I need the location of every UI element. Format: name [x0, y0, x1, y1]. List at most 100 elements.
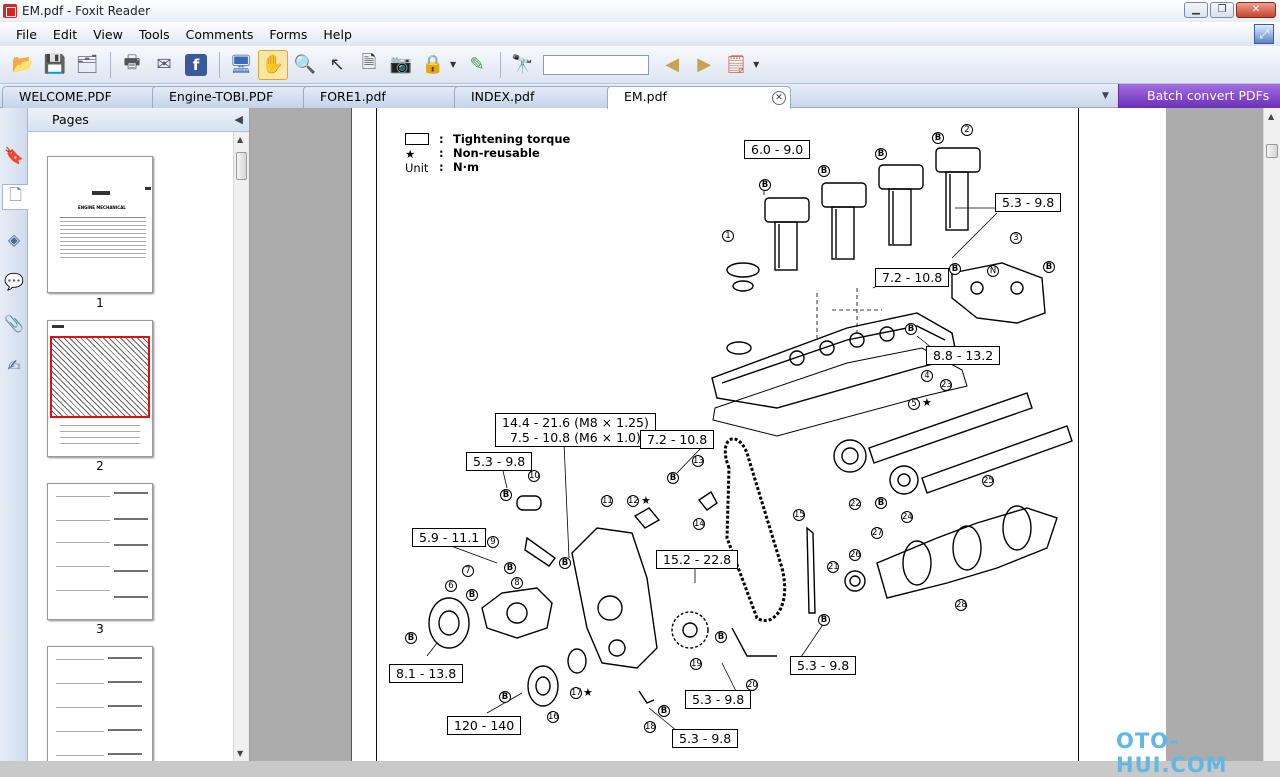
engine-exploded-diagram: [426, 147, 1073, 732]
menu-comments[interactable]: Comments: [185, 26, 254, 42]
menu-forms[interactable]: Forms: [269, 26, 308, 42]
part-callout-4: 4: [921, 370, 933, 382]
tab-welcome[interactable]: WELCOME.PDF: [2, 86, 160, 108]
part-callout-13: 13: [692, 455, 704, 467]
marker-b-17: B: [658, 705, 670, 717]
camshaft-intake: [868, 392, 1033, 464]
close-window-button[interactable]: ✕: [1236, 2, 1276, 18]
part-callout-9: 9: [487, 536, 499, 548]
search-options-icon[interactable]: 🗒: [724, 54, 748, 75]
print-icon[interactable]: 🖶: [123, 51, 141, 73]
snapshot-camera-icon[interactable]: 📷: [389, 54, 413, 75]
minimize-button[interactable]: ▁: [1184, 2, 1208, 18]
find-next-icon[interactable]: ▶: [697, 54, 712, 75]
tab-engine-tobi[interactable]: Engine-TOBI.PDF: [152, 86, 310, 108]
page-thumbnail-4[interactable]: [47, 646, 153, 761]
tab-list-dropdown-icon[interactable]: ▼: [1102, 91, 1109, 101]
part-callout-3: 3: [1010, 232, 1022, 244]
star-marker-5: ★: [922, 396, 932, 409]
diagram-legend: : Tightening torque ★ : Non-reusable Uni…: [405, 132, 571, 175]
document-view[interactable]: : Tightening torque ★ : Non-reusable Uni…: [250, 108, 1272, 761]
legend-non-reusable: Non-reusable: [453, 146, 540, 160]
part-callout-27: 27: [871, 527, 883, 539]
torque-label-head-cover-stud: 7.2 - 10.8: [875, 268, 950, 287]
part-callout-8: 8: [511, 577, 523, 589]
part-callout-23: 23: [940, 379, 952, 391]
torque-label-oil-plug: 5.3 - 9.8: [672, 729, 739, 748]
search-input[interactable]: [543, 54, 650, 75]
part-callout-28: 28: [955, 599, 967, 611]
find-previous-icon[interactable]: ◀: [665, 54, 680, 75]
marker-b-4: B: [932, 132, 944, 144]
fullscreen-monitor-icon[interactable]: 🖥: [229, 54, 253, 75]
part-callout-18: 18: [644, 721, 656, 733]
toolbar: 📂 💾 🗂 🖶 ✉ f 🖥 ✋ 🔍 ↖ 🗎 📷 🔒 ▼ ✎ 🔭 ◀ ▶ 🗒 ▼: [0, 46, 1280, 84]
menu-view[interactable]: View: [93, 26, 123, 42]
sign-pen-icon[interactable]: ✎: [469, 54, 485, 75]
part-callout-20: 20: [746, 679, 758, 691]
tab-index[interactable]: INDEX.pdf: [454, 86, 612, 108]
part-callout-1: 1: [722, 230, 734, 242]
comments-icon[interactable]: 💬: [4, 271, 24, 291]
zoom-tool-icon[interactable]: 🔍: [293, 54, 317, 75]
tab-fore1[interactable]: FORE1.pdf: [303, 86, 461, 108]
navigation-panel-strip: 🔖 🗋 ◈ 💬 📎 ✍: [0, 108, 28, 761]
rms-lock-icon[interactable]: 🔒: [421, 54, 445, 75]
part-callout-10: 10: [528, 470, 540, 482]
email-icon[interactable]: ✉: [156, 54, 172, 75]
star-marker-17: ★: [583, 686, 593, 699]
layers-icon[interactable]: ◈: [7, 229, 21, 249]
legend-unit-value: N·m: [453, 160, 479, 174]
pages-thumbnails-icon[interactable]: 🗋: [2, 184, 28, 210]
doc-scroll-up-arrow-icon[interactable]: ▲: [1268, 112, 1275, 121]
document-scrollbar[interactable]: ▲: [1263, 108, 1280, 761]
search-options-dropdown-icon[interactable]: ▼: [753, 60, 760, 69]
marker-b-5: B: [949, 263, 961, 275]
torque-label-chain-lever: 5.3 - 9.8: [685, 690, 752, 709]
marker-b-7: B: [905, 323, 917, 335]
part-callout-21: 21: [827, 561, 839, 573]
doc-scroll-thumb[interactable]: [1266, 144, 1278, 158]
part-callout-25: 25: [982, 475, 994, 487]
part-callout-16: 16: [547, 711, 559, 723]
select-arrow-icon[interactable]: ↖: [329, 54, 345, 75]
menu-tools[interactable]: Tools: [138, 26, 170, 42]
tab-em[interactable]: EM.pdf ✕: [607, 86, 791, 109]
page-thumbnail-3[interactable]: [47, 483, 153, 620]
marker-b-1: B: [759, 179, 771, 191]
scroll-up-arrow-icon[interactable]: ▲: [237, 135, 244, 144]
open-folder-icon[interactable]: 📂: [11, 54, 35, 75]
watermark-logo: OTO-HUI.COM: [1116, 729, 1228, 777]
scroll-down-arrow-icon[interactable]: ▼: [237, 749, 244, 758]
part-callout-6: 6: [445, 580, 457, 592]
torque-label-sprocket-bolt: 15.2 - 22.8: [656, 550, 739, 569]
thumbnail-scroll-thumb[interactable]: [236, 152, 247, 180]
find-binoculars-icon[interactable]: 🔭: [510, 54, 534, 75]
thumbnail-scrollbar[interactable]: ▲ ▼: [233, 132, 249, 761]
part-callout-14: 14: [693, 518, 705, 530]
menu-help[interactable]: Help: [323, 26, 352, 42]
page-thumbnail-1[interactable]: ENGINE MECHANICAL: [47, 156, 153, 293]
torque-label-tensioner: 7.2 - 10.8: [640, 430, 715, 449]
torque-label-chain-guide: 5.3 - 9.8: [790, 656, 857, 675]
menu-edit[interactable]: Edit: [52, 26, 78, 42]
page-thumbnail-2[interactable]: [47, 320, 153, 457]
collapse-panel-icon[interactable]: ◀: [234, 113, 243, 126]
save-icon[interactable]: 💾: [43, 54, 67, 75]
bookmarks-icon[interactable]: 🔖: [4, 145, 24, 165]
select-text-icon[interactable]: 🗎: [361, 51, 377, 73]
tab-close-icon[interactable]: ✕: [772, 91, 786, 105]
menu-file[interactable]: File: [16, 26, 37, 42]
restore-button[interactable]: ❐: [1210, 2, 1234, 18]
signatures-icon[interactable]: ✍: [7, 355, 21, 375]
page-thumbnail-label-3: 3: [96, 622, 104, 636]
rms-dropdown-arrow-icon[interactable]: ▼: [450, 60, 457, 69]
facebook-icon[interactable]: f: [185, 53, 207, 76]
fullscreen-expand-icon[interactable]: ⤢: [1254, 24, 1274, 44]
marker-b-2: B: [818, 165, 830, 177]
marker-n: N: [987, 265, 999, 277]
save-as-icon[interactable]: 🗂: [75, 54, 99, 75]
batch-convert-button[interactable]: Batch convert PDFs: [1118, 84, 1280, 108]
hand-tool-icon[interactable]: ✋: [258, 49, 288, 80]
attachments-paperclip-icon[interactable]: 📎: [4, 313, 24, 333]
